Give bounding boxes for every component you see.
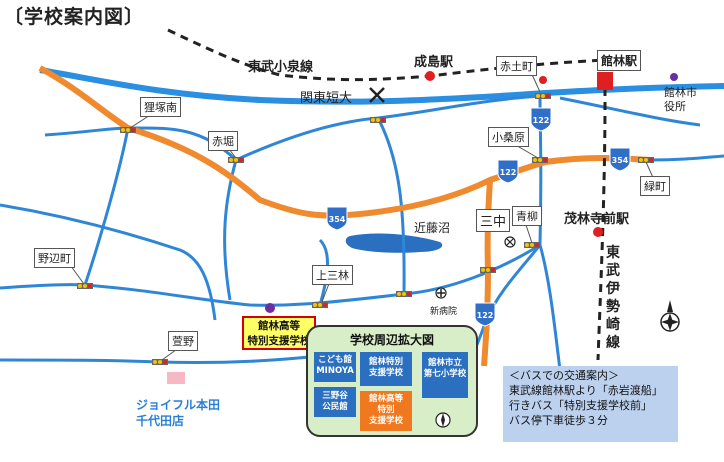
road-satozuka	[83, 127, 130, 286]
bus-info-line3: バス停下車徒歩３分	[509, 414, 608, 427]
svg-text:354: 354	[612, 156, 629, 165]
school-symbol-icon	[504, 236, 516, 248]
svg-text:354: 354	[329, 215, 346, 224]
route-shield-122-mid: 122	[497, 159, 519, 184]
inset-kodomokan: こども館 MINOYA	[314, 352, 356, 382]
tobu-isesaki-line-label: 東武伊勢崎線	[606, 245, 620, 351]
bus-info-heading: ＜バスでの交通案内＞	[509, 369, 619, 382]
narushima-station-dot	[425, 71, 435, 81]
road-aoyagi	[538, 244, 562, 371]
nobemachi-label: 野辺町	[34, 248, 75, 268]
inset-tokubetsu: 館林特別 支援学校	[360, 352, 412, 386]
tatebayashi-station-label: 館林駅	[597, 50, 642, 71]
akatsuchicho-label: 赤土町	[496, 56, 537, 76]
road-378	[376, 117, 406, 295]
road-nobe	[0, 243, 541, 307]
inset-title: 学校周辺拡大図	[349, 333, 434, 347]
akatsuchi-dot	[539, 76, 547, 84]
svg-text:122: 122	[500, 168, 517, 177]
svg-text:122: 122	[477, 311, 494, 320]
route-shield-354-east: 354	[609, 147, 631, 172]
inset-koto-school: 館林高等 特別 支援学校	[360, 391, 412, 431]
kondo-numa-label: 近藤沼	[414, 221, 451, 235]
bus-info-line1: 東武線館林駅より「赤岩渡船」	[509, 384, 663, 397]
inset-kominkan: 三野谷 公民館	[314, 387, 356, 417]
road-akabori-south	[223, 159, 238, 301]
compass-icon	[660, 300, 680, 332]
joyful-honda-label: ジョイフル本田 千代田店	[136, 398, 221, 428]
narushima-station-label: 成島駅	[414, 55, 454, 70]
river	[39, 67, 724, 105]
sanchu-label: 三中	[476, 209, 511, 232]
tobu-koizumi-line-label: 東武小泉線	[248, 60, 314, 75]
midoricho-label: 緑町	[640, 176, 670, 196]
inset-compass-icon	[435, 412, 451, 428]
tobu-koizumi-line	[167, 28, 606, 82]
tobu-isesaki-line	[596, 60, 607, 361]
university-icon	[369, 87, 385, 103]
route-shield-354-west: 354	[326, 206, 348, 231]
route-shield-122-north: 122	[530, 107, 552, 132]
kayano-label: 萱野	[168, 331, 198, 351]
bus-info-line2: 行きバス「特別支援学校前」	[509, 399, 652, 412]
bus-info-box: ＜バスでの交通案内＞ 東武線館林駅より「赤岩渡船」 行きバス「特別支援学校前」 …	[503, 366, 678, 442]
shin-byoin-label: 新病院	[430, 307, 458, 317]
hospital-icon	[435, 287, 447, 299]
joyful-honda-marker	[167, 372, 185, 384]
morinji-station-label: 茂林寺前駅	[564, 212, 630, 227]
aoyagi-label: 青柳	[512, 206, 542, 226]
school-marker	[265, 303, 275, 313]
road-east	[559, 96, 701, 127]
school-label: 館林高等 特別支援学校	[242, 316, 316, 350]
page-title: 〔学校案内図〕	[4, 6, 145, 28]
city-hall-marker	[670, 73, 678, 81]
school-name-line1: 館林高等	[258, 320, 300, 332]
akabori-label: 赤堀	[208, 131, 238, 151]
inset-elementary: 館林市立 第七小学校	[422, 352, 468, 398]
school-name-line2: 特別支援学校	[247, 335, 311, 347]
road-kamisanbayashi	[318, 238, 329, 306]
inset-map: 学校周辺拡大図 こども館 MINOYA 三野谷 公民館 館林特別 支援学校 館林…	[306, 325, 478, 437]
morinji-station-dot	[593, 227, 603, 237]
satozukaminami-label: 狸塚南	[140, 97, 181, 117]
tatebayashi-station-marker	[597, 72, 613, 90]
route-shield-122-south: 122	[474, 302, 496, 327]
svg-text:122: 122	[533, 116, 550, 125]
kanto-tandai-label: 関東短大	[300, 91, 353, 106]
kokuwabara-label: 小桑原	[488, 127, 529, 147]
traffic-lights	[77, 93, 654, 365]
kamisanbayashi-label: 上三林	[312, 265, 353, 285]
kondo-pond	[345, 233, 443, 253]
road-north	[44, 94, 541, 162]
road-sw	[0, 203, 217, 321]
city-hall-label: 館林市役所	[664, 86, 697, 113]
